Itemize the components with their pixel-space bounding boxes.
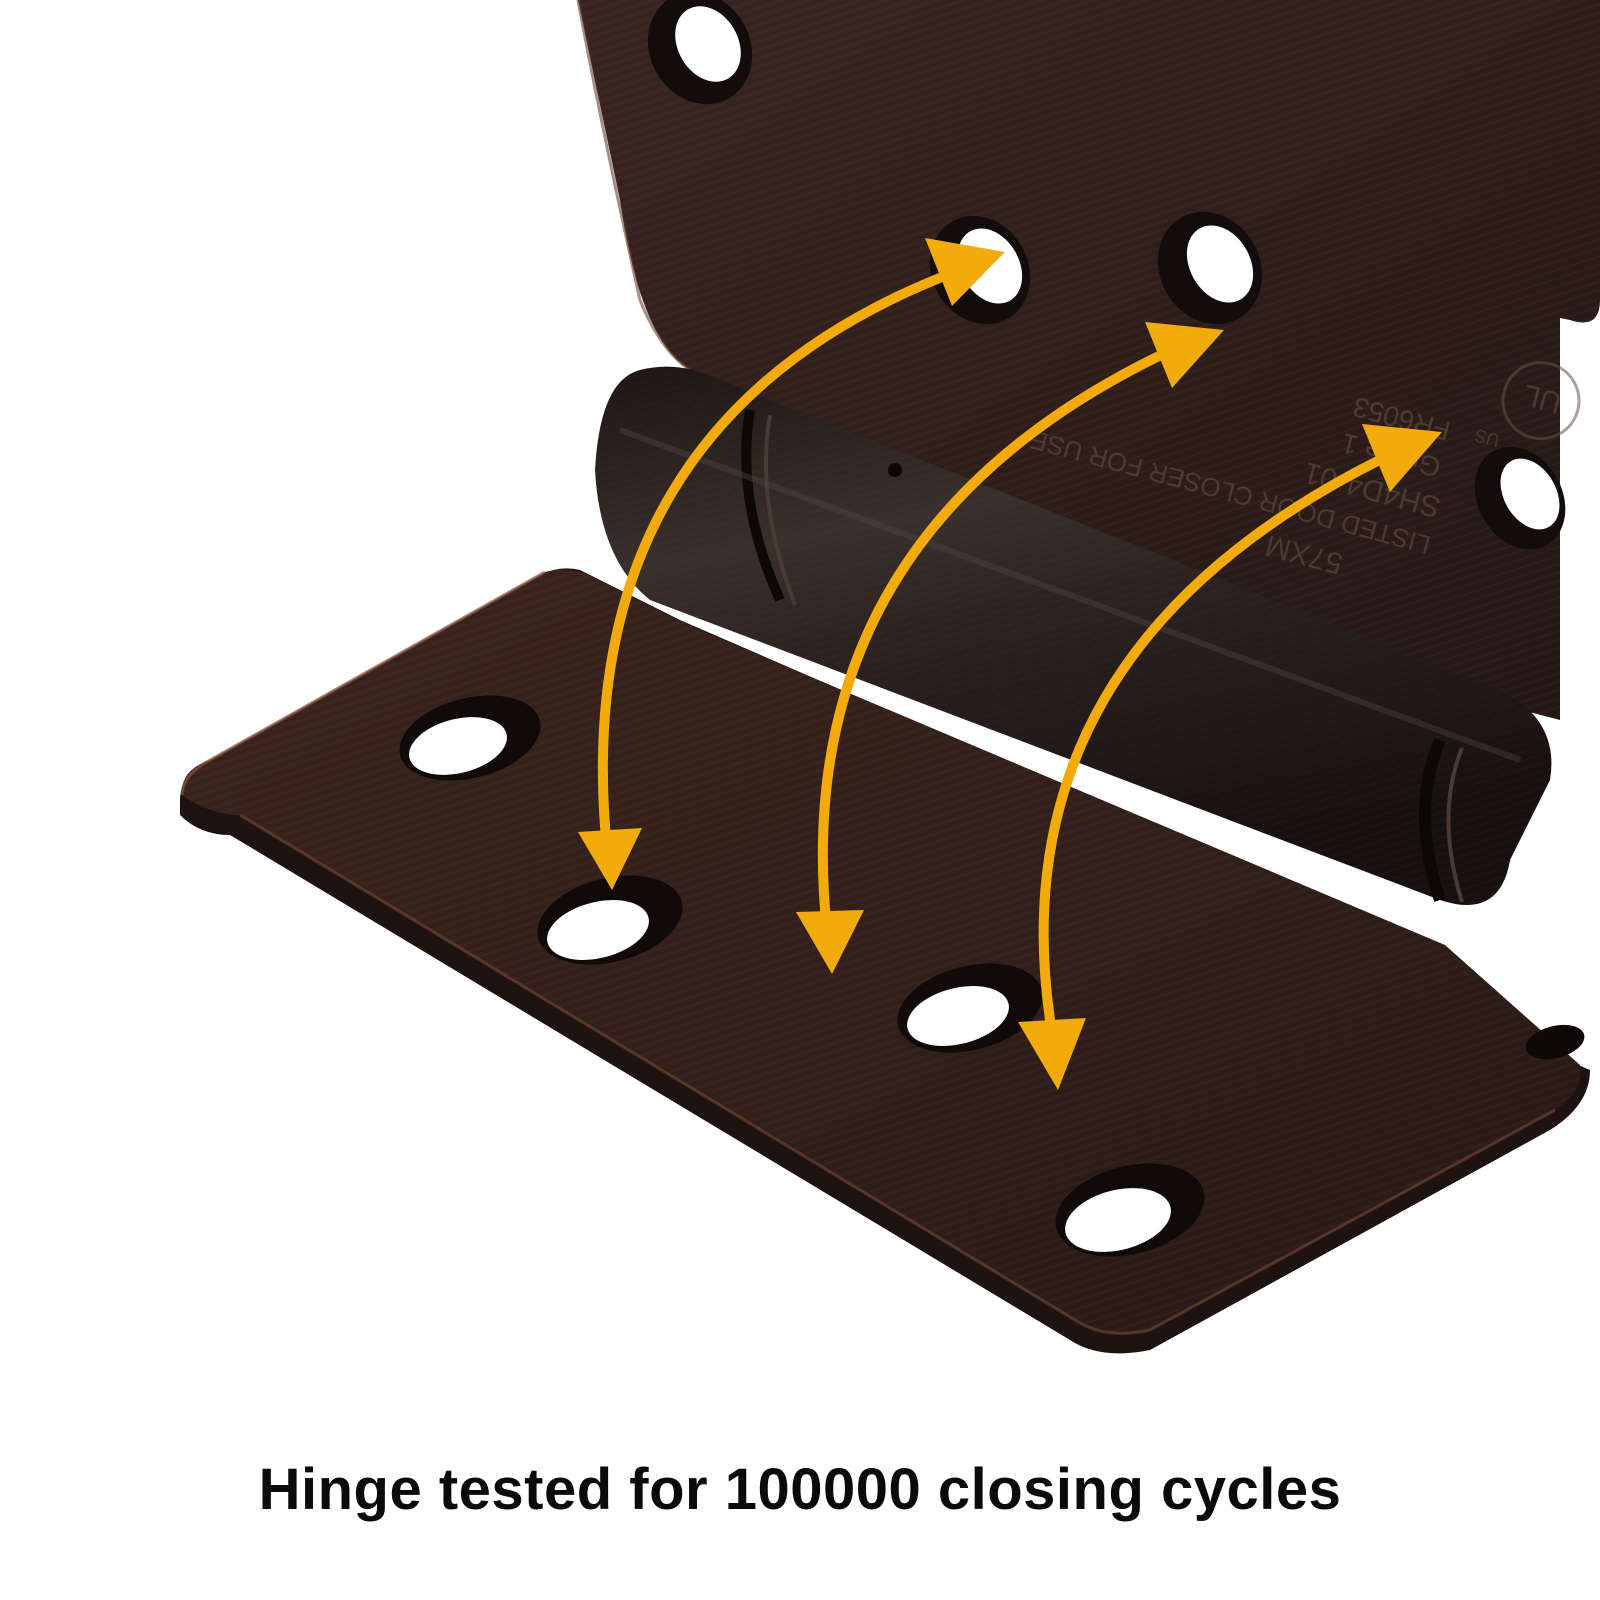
double-headed-arrow-icon — [1018, 424, 1442, 1090]
lower-hinge-leaf — [180, 568, 1590, 1354]
cycle-arrows — [578, 238, 1442, 1090]
caption: Hinge tested for 100000 closing cycles — [258, 1457, 1342, 1522]
lower-leaf-holes — [399, 695, 1585, 1257]
upper-hinge-leaf — [576, 0, 1600, 720]
hinge-barrel — [595, 366, 1552, 906]
double-headed-arrow-icon — [796, 322, 1224, 974]
double-headed-arrow-icon — [578, 238, 1005, 890]
